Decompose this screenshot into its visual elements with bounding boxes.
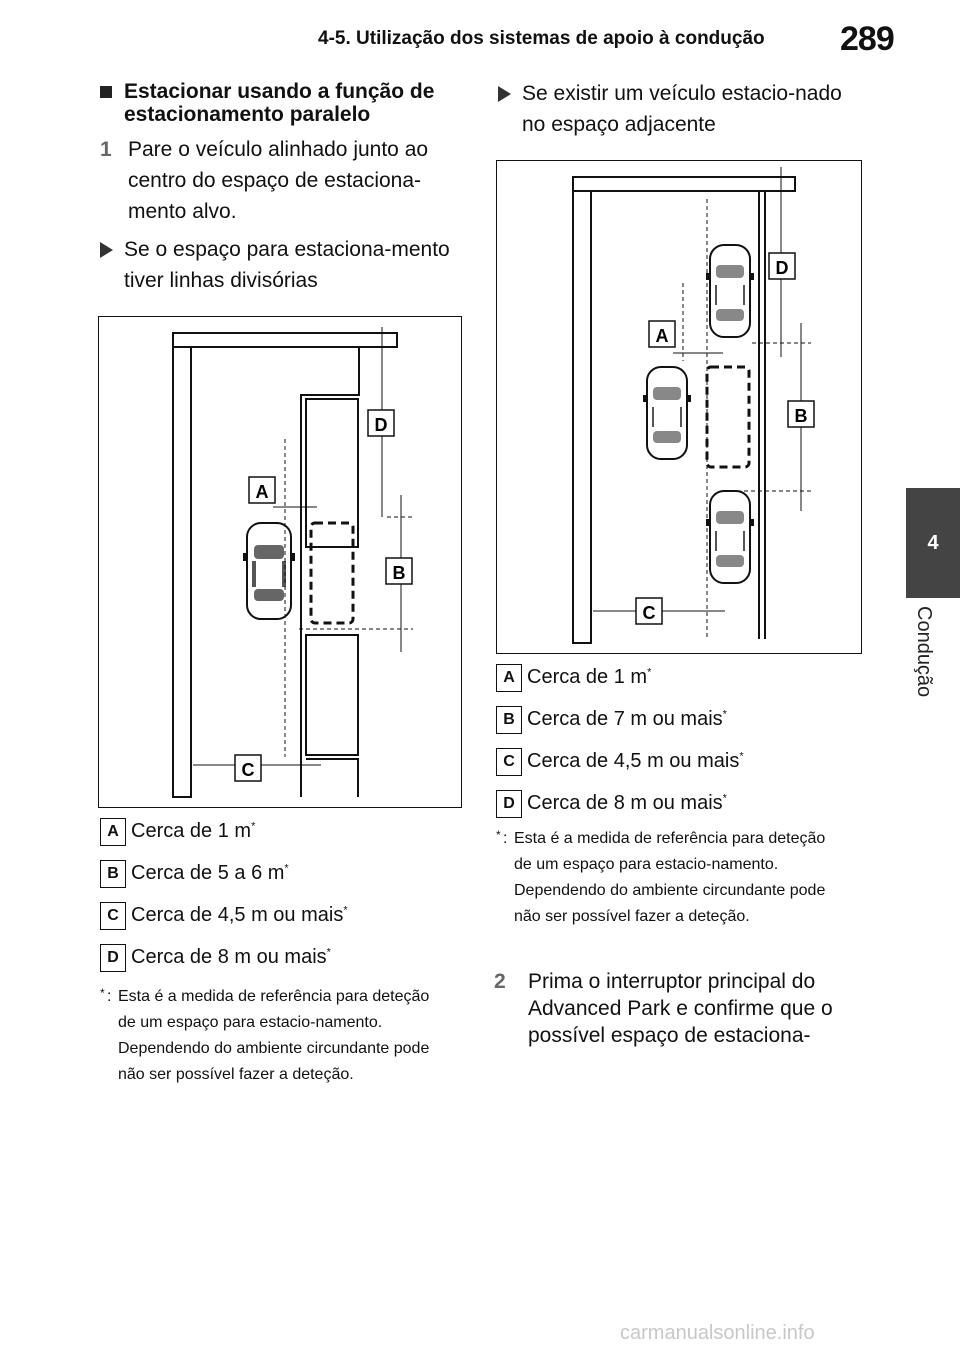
section-heading-text: Estacionar usando a função de estacionam… (124, 80, 435, 126)
figure-2-label-a: A (656, 326, 669, 346)
step-number: 1 (100, 138, 112, 161)
legend-1-item: D Cerca de 8 m ou mais* (100, 944, 460, 974)
legend-text: Cerca de 8 m ou mais (527, 792, 723, 814)
footnote-mark: * (251, 820, 256, 833)
parking-diagram-1-graphic: A B C D (172, 327, 413, 798)
case-1-title: Se o espaço para estaciona-mento tiver l… (100, 234, 460, 298)
figure-1-label-d: D (375, 415, 388, 435)
case-2-title-text: Se existir um veículo estacio-nado no es… (522, 82, 842, 136)
legend-1-item: C Cerca de 4,5 m ou mais* (100, 902, 460, 932)
legend-letter-box: D (100, 944, 126, 972)
footnote-mark: * (647, 666, 652, 679)
figure-2-label-b: B (795, 406, 808, 426)
figure-1-label-a: A (256, 482, 269, 502)
figure-1-label-c: C (242, 760, 255, 780)
chapter-tab[interactable]: 4 (906, 488, 960, 598)
footnote-colon: : (503, 830, 508, 847)
footnote-star: * (100, 986, 105, 1000)
step-number: 2 (494, 970, 506, 993)
legend-letter-box: B (100, 860, 126, 888)
legend-2-item: B Cerca de 7 m ou mais* (496, 706, 866, 736)
watermark: carmanualsonline.info (620, 1322, 815, 1344)
square-bullet-icon (100, 86, 112, 98)
legend-1: A Cerca de 1 m* B Cerca de 5 a 6 m* C Ce… (100, 818, 460, 974)
figure-2-label-c: C (643, 603, 656, 623)
page-header-title: 4-5. Utilização dos sistemas de apoio à … (318, 28, 765, 49)
legend-text: Cerca de 1 m (131, 820, 252, 842)
chapter-number: 4 (927, 531, 939, 554)
figure-1-label-b: B (393, 563, 406, 583)
footnote-text: Esta é a medida de referência para deteç… (514, 830, 826, 925)
legend-text: Cerca de 4,5 m ou mais (131, 904, 344, 926)
legend-text: Cerca de 7 m ou mais (527, 708, 723, 730)
legend-text: Cerca de 8 m ou mais (131, 946, 327, 968)
parking-diagram-2-graphic: A B C D (572, 167, 815, 644)
legend-letter-box: B (496, 706, 522, 734)
page-number: 289 (840, 20, 895, 58)
parking-diagram-2: A B C D (496, 160, 862, 654)
triangle-bullet-icon (100, 242, 113, 258)
footnote-mark: * (343, 904, 348, 917)
footnote-star: * (496, 828, 501, 842)
step-text: Prima o interruptor principal do Advance… (528, 970, 833, 1047)
figure-2-label-d: D (776, 258, 789, 278)
case-1-title-text: Se o espaço para estaciona-mento tiver l… (124, 238, 450, 292)
legend-letter-box: D (496, 790, 522, 818)
footnote-mark: * (326, 946, 331, 959)
step-text: Pare o veículo alinhado junto ao centro … (128, 138, 429, 223)
legend-2-item: D Cerca de 8 m ou mais* (496, 790, 866, 820)
legend-2: A Cerca de 1 m* B Cerca de 7 m ou mais* … (496, 664, 866, 820)
legend-text: Cerca de 5 a 6 m (131, 862, 285, 884)
footnote-text: Esta é a medida de referência para deteç… (118, 988, 430, 1083)
chapter-label: Condução (913, 606, 935, 698)
legend-letter-box: A (496, 664, 522, 692)
triangle-bullet-icon (498, 86, 511, 102)
legend-2-item: C Cerca de 4,5 m ou mais* (496, 748, 866, 778)
parking-diagram-1: A B C D (98, 316, 462, 808)
legend-1-item: B Cerca de 5 a 6 m* (100, 860, 460, 890)
footnote-2: * : Esta é a medida de referência para d… (496, 826, 856, 966)
legend-text: Cerca de 1 m (527, 666, 648, 688)
legend-text: Cerca de 4,5 m ou mais (527, 750, 740, 772)
footnote-mark: * (722, 708, 727, 721)
footnote-mark: * (284, 862, 289, 875)
footnote-mark: * (722, 792, 727, 805)
legend-letter-box: C (496, 748, 522, 776)
footnote-mark: * (739, 750, 744, 763)
legend-1-item: A Cerca de 1 m* (100, 818, 460, 848)
case-2-title: Se existir um veículo estacio-nado no es… (498, 78, 858, 142)
legend-2-item: A Cerca de 1 m* (496, 664, 866, 694)
legend-letter-box: C (100, 902, 126, 930)
footnote-colon: : (107, 988, 112, 1005)
footnote-1: * : Esta é a medida de referência para d… (100, 984, 460, 1124)
legend-letter-box: A (100, 818, 126, 846)
